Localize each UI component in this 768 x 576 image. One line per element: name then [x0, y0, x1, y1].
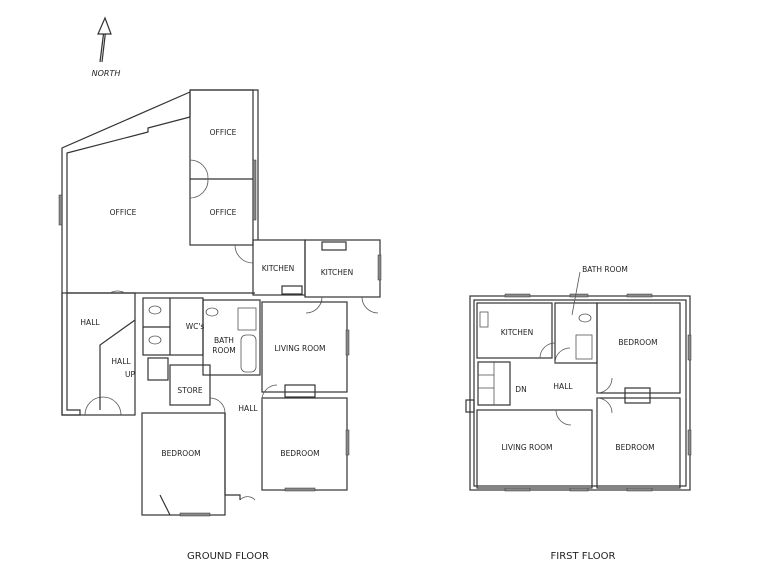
- room-label: HALL: [553, 382, 573, 391]
- room-label: BEDROOM: [618, 338, 657, 347]
- room-label: ROOM: [212, 346, 236, 355]
- room-label: HALL: [238, 404, 258, 413]
- room-label: BATH ROOM: [582, 265, 628, 274]
- room-label: BEDROOM: [615, 443, 654, 452]
- ground-floor-labels: OFFICE OFFICE OFFICE KITCHEN KITCHEN HAL…: [80, 128, 353, 458]
- bedroom-right: [261, 397, 348, 491]
- room-label: BATH: [214, 336, 234, 345]
- hall-left: [61, 292, 136, 416]
- first-floor-plan: [465, 271, 692, 492]
- room-label: DN: [515, 385, 526, 394]
- north-label: NORTH: [92, 69, 121, 78]
- room-label: WC's: [186, 322, 205, 331]
- room-label: LIVING ROOM: [501, 443, 552, 452]
- ground-floor-caption: GROUND FLOOR: [187, 551, 269, 562]
- store: [169, 364, 211, 406]
- room-label: LIVING ROOM: [274, 344, 325, 353]
- ground-floor-plan: [58, 89, 382, 517]
- bedroom-left: [141, 412, 226, 516]
- room-label: OFFICE: [210, 208, 237, 217]
- room-label: KITCHEN: [321, 268, 354, 277]
- room-label: OFFICE: [210, 128, 237, 137]
- room-label: KITCHEN: [262, 264, 295, 273]
- first-floor-labels: BATH ROOM KITCHEN BEDROOM HALL DN LIVING…: [501, 265, 658, 452]
- living-room: [476, 409, 593, 489]
- office-block: [189, 89, 254, 246]
- room-label: OFFICE: [110, 208, 137, 217]
- room-label: BEDROOM: [161, 449, 200, 458]
- bedroom-top: [596, 302, 681, 394]
- north-arrow-icon: [97, 16, 112, 63]
- kitchen: [476, 302, 553, 359]
- room-label: BEDROOM: [280, 449, 319, 458]
- room-label: HALL: [80, 318, 100, 327]
- room-label: UP: [125, 370, 135, 379]
- room-label: STORE: [177, 386, 202, 395]
- first-floor-caption: FIRST FLOOR: [551, 551, 616, 562]
- bath-room: [202, 299, 261, 376]
- room-label: KITCHEN: [501, 328, 534, 337]
- room-label: HALL: [111, 357, 131, 366]
